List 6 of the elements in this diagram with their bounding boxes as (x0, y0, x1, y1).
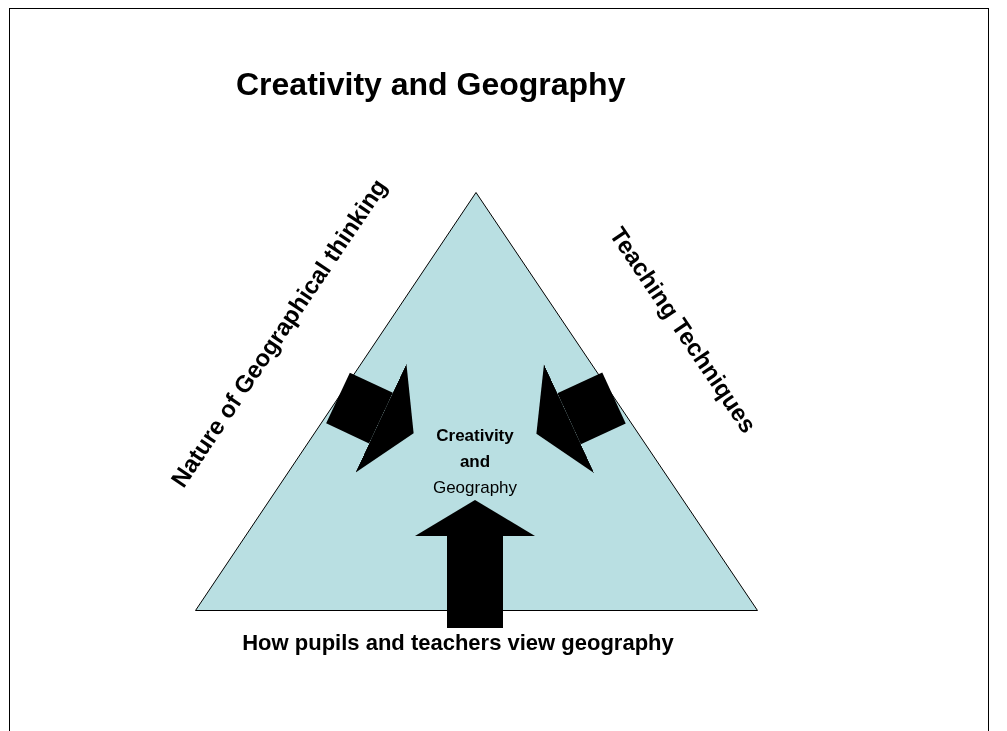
block-arrow (536, 364, 626, 474)
side-label: How pupils and teachers view geography (242, 625, 674, 659)
block-arrow (415, 500, 535, 628)
title: Creativity and Geography (236, 65, 626, 104)
center-label: Creativity and Geography (410, 420, 540, 504)
block-arrow (326, 363, 414, 473)
